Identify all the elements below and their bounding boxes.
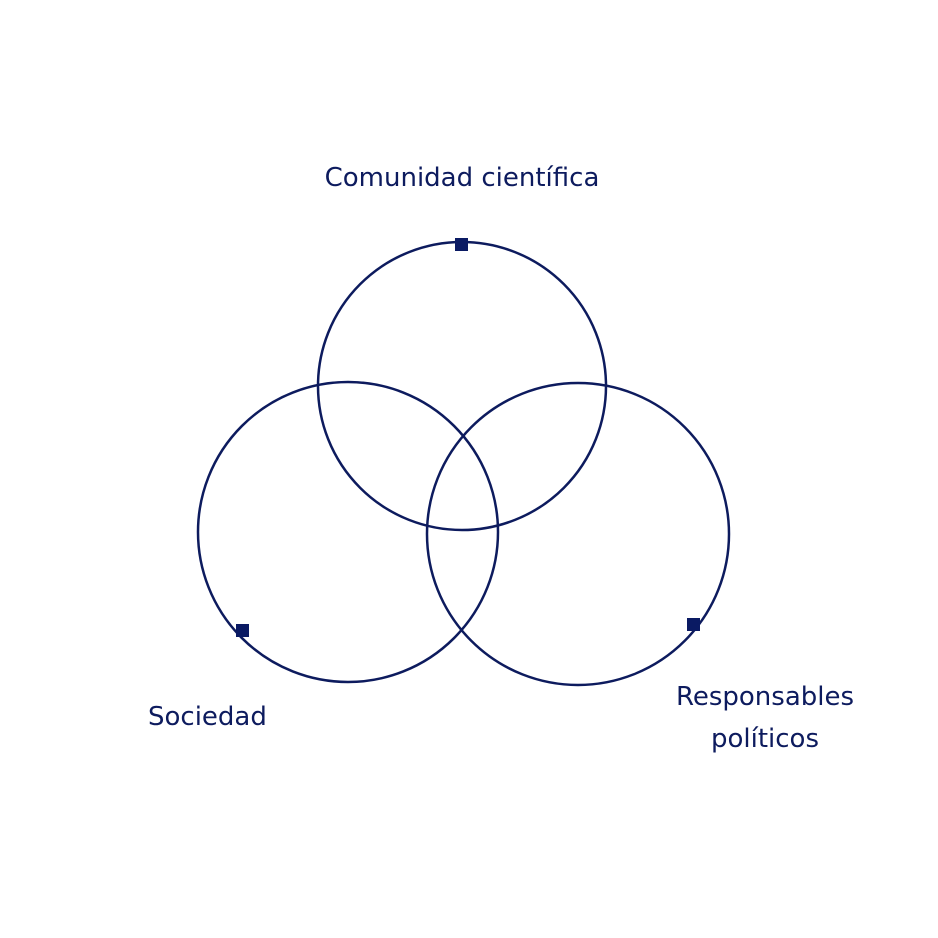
label-science: Comunidad científica bbox=[324, 163, 600, 193]
label-policy-line1: Responsables bbox=[675, 682, 855, 712]
marker-science bbox=[455, 238, 468, 251]
circle-science bbox=[316, 240, 608, 532]
circle-society bbox=[196, 380, 500, 684]
marker-policy bbox=[687, 618, 700, 631]
label-society: Sociedad bbox=[148, 702, 267, 732]
label-policy-line2: políticos bbox=[710, 724, 820, 754]
label-policy: Responsables políticos bbox=[660, 676, 870, 760]
marker-society bbox=[236, 624, 249, 637]
circle-policy bbox=[425, 381, 731, 687]
